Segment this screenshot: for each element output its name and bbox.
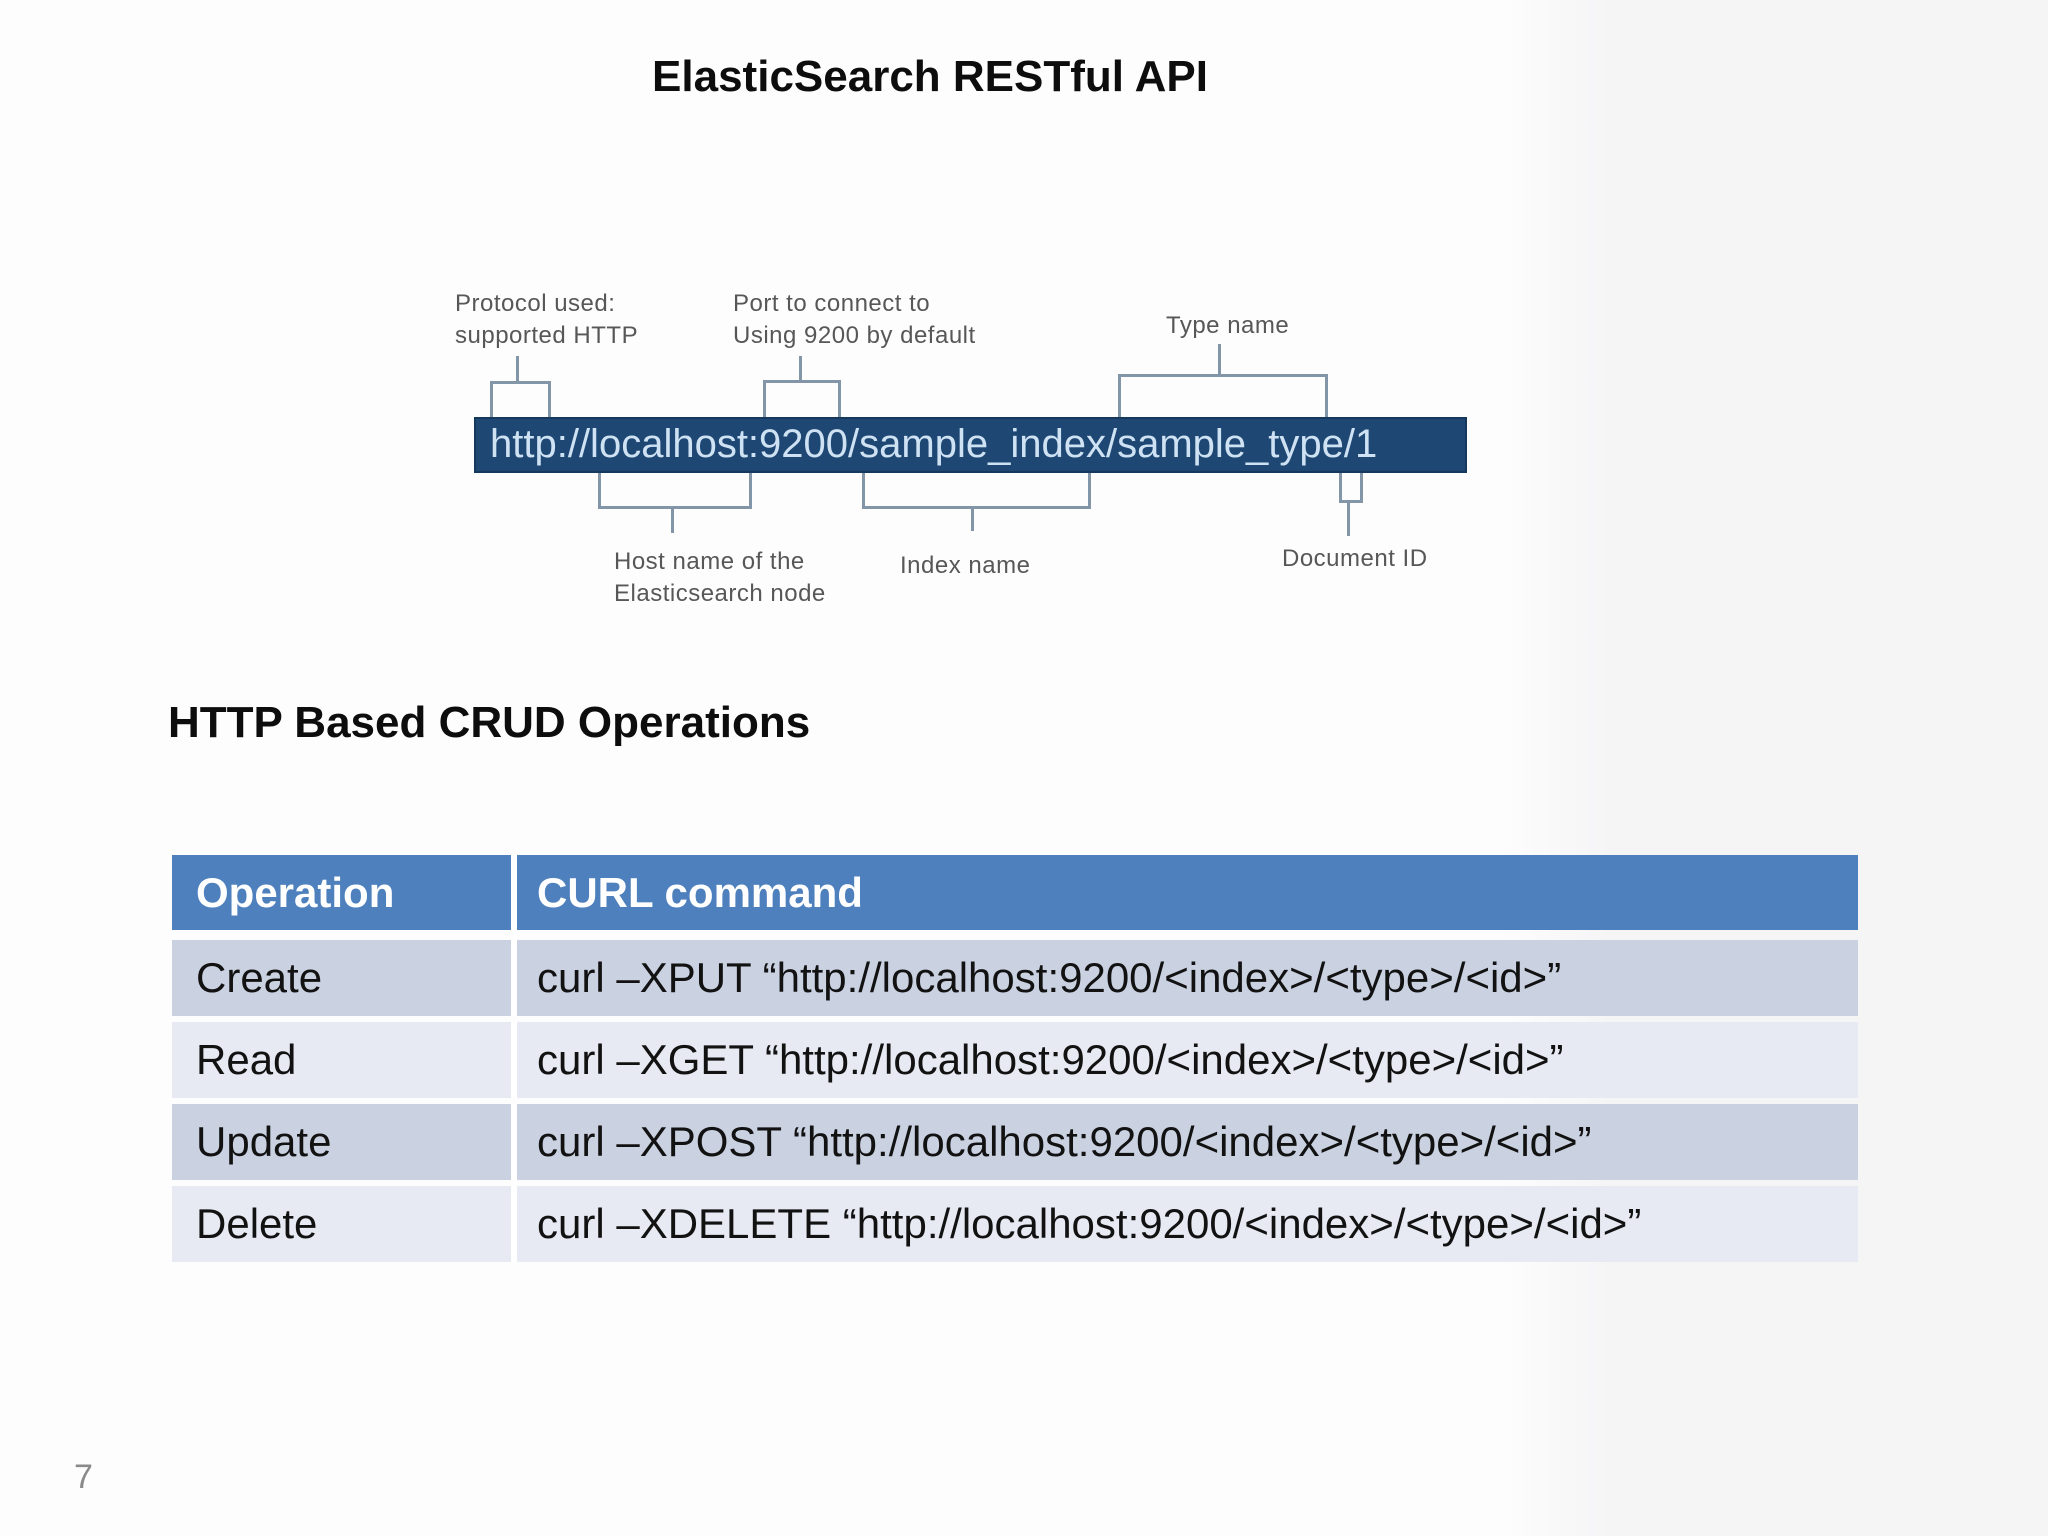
curl-command-column-header: CURL command [537,869,863,916]
command-cell: curl –XDELETE “http://localhost:9200/<in… [537,1200,1642,1247]
operation-cell: Read [172,1022,517,1098]
protocol-connector-line [516,356,519,382]
operation-cell: Delete [172,1186,517,1262]
document-id-label: Document ID [1282,545,1428,572]
slide-title: ElasticSearch RESTful API [652,52,1208,101]
table-row-read: Read curl –XGET “http://localhost:9200/<… [172,1022,1858,1098]
crud-table: Operation CURL command Create curl –XPUT… [172,855,1858,1262]
host-name-label: Host name of the Elasticsearch node [614,548,826,607]
table-row-update: Update curl –XPOST “http://localhost:920… [172,1104,1858,1180]
background-shade [1500,0,2048,1536]
section-heading: HTTP Based CRUD Operations [168,698,811,747]
command-cell: curl –XPUT “http://localhost:9200/<index… [537,954,1562,1001]
command-cell: curl –XPOST “http://localhost:9200/<inde… [537,1118,1592,1165]
operation-cell: Update [172,1104,517,1180]
port-connector-line [799,356,802,381]
index-bracket [862,473,1091,509]
table-header-row: Operation CURL command [172,855,1858,930]
index-connector-line [971,506,974,531]
type-bracket [1118,374,1328,420]
host-connector-line [671,506,674,533]
port-bracket [763,380,841,420]
page-number: 7 [74,1458,93,1496]
command-cell: curl –XGET “http://localhost:9200/<index… [537,1036,1564,1083]
table-row-create: Create curl –XPUT “http://localhost:9200… [172,940,1858,1016]
port-label: Port to connect to Using 9200 by default [733,290,976,349]
host-bracket [598,473,752,509]
type-connector-line [1218,344,1221,375]
protocol-bracket [490,381,551,420]
type-name-label: Type name [1166,312,1290,339]
document-id-connector-line [1347,500,1350,536]
protocol-label: Protocol used: supported HTTP [455,290,639,349]
index-name-label: Index name [900,552,1031,579]
operation-column-header: Operation [172,855,517,930]
operation-cell: Create [172,940,517,1016]
url-bar: http://localhost:9200/sample_index/sampl… [474,417,1467,473]
table-row-delete: Delete curl –XDELETE “http://localhost:9… [172,1186,1858,1262]
document-id-bracket [1339,473,1363,503]
